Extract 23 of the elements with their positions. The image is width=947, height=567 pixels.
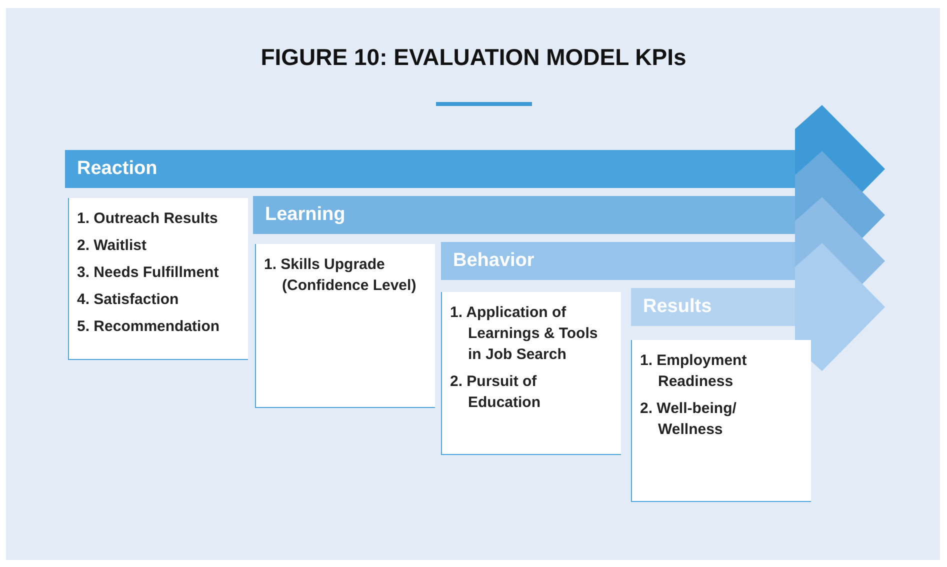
- list-item: 1. Skills Upgrade (Confidence Level): [264, 255, 418, 296]
- band-heading: Behavior: [453, 250, 534, 272]
- kpi-card: [441, 292, 621, 455]
- list-item: 3. Needs Fulfillment: [77, 263, 220, 283]
- list-item: 2. Pursuit of Education: [450, 372, 542, 413]
- list-item: 1. Employment Readiness: [640, 351, 748, 392]
- kpi-card: [631, 340, 811, 502]
- banner-bar: [631, 288, 795, 326]
- list-item: 2. Well-being/ Wellness: [640, 399, 738, 440]
- list-item: 1. Outreach Results: [77, 209, 219, 229]
- banner-bar: [65, 150, 795, 188]
- kpi-card: [68, 198, 248, 360]
- list-item: 2. Waitlist: [77, 236, 148, 256]
- list-item: 1. Application of Learnings & Tools in Job Search: [450, 303, 599, 365]
- band-heading: Learning: [265, 204, 346, 226]
- band-heading: Reaction: [77, 158, 158, 180]
- band-heading: Results: [643, 296, 712, 318]
- banner-bar: [253, 196, 795, 234]
- kpi-card: [255, 244, 435, 408]
- list-item: 4. Satisfaction: [77, 290, 180, 310]
- banner-bar: [441, 242, 795, 280]
- figure-title: FIGURE 10: EVALUATION MODEL KPIs: [260, 44, 686, 71]
- list-item: 5. Recommendation: [77, 317, 221, 337]
